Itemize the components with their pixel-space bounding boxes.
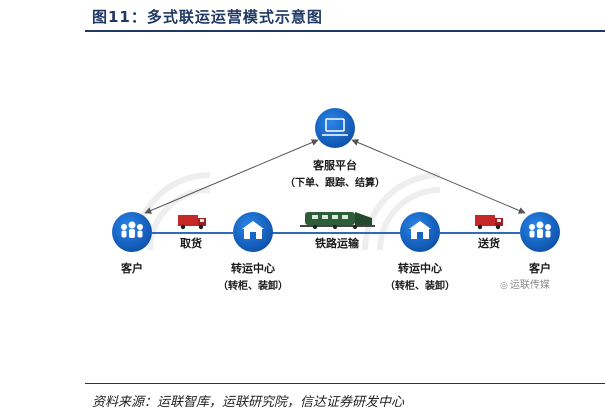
hub-left-node	[233, 212, 273, 252]
bottom-divider	[85, 383, 605, 384]
customer-right-label: 客户	[529, 262, 551, 275]
source-note: 资料来源：运联智库，运联研究院，信达证券研发中心	[92, 395, 405, 410]
hub-left-name-label: 转运中心	[231, 262, 275, 275]
platform-name-label: 客服平台	[313, 159, 357, 172]
figure-title: 图11：多式联运运营模式示意图	[92, 8, 323, 26]
pickup-label: 取货	[180, 237, 202, 250]
people-icon	[529, 221, 551, 238]
laptop-icon	[322, 118, 348, 136]
customer-left-label: 客户	[121, 262, 143, 275]
warehouse-icon	[409, 221, 431, 239]
title-divider	[85, 30, 605, 32]
delivery-label: 送货	[478, 237, 500, 250]
train-icon	[300, 212, 375, 229]
platform-node	[315, 108, 355, 148]
customer-right-node	[520, 212, 560, 252]
hub-right-node	[400, 212, 440, 252]
warehouse-icon	[242, 221, 264, 239]
rail-label: 铁路运输	[315, 237, 359, 250]
platform-sub-label: （下单、跟踪、结算）	[285, 178, 385, 189]
truck-icon-delivery	[475, 215, 503, 230]
edge-platform-customer-left	[144, 139, 319, 214]
watermark-brand: ◎运联传媒	[500, 280, 550, 291]
wechat-icon: ◎	[500, 281, 508, 291]
edge-platform-customer-right	[351, 139, 526, 214]
people-icon	[121, 221, 143, 238]
truck-icon-pickup	[178, 215, 206, 230]
hub-left-sub-label: （转柜、装卸）	[218, 281, 288, 292]
hub-right-name-label: 转运中心	[398, 262, 442, 275]
customer-left-node	[112, 212, 152, 252]
hub-right-sub-label: （转柜、装卸）	[385, 281, 455, 292]
